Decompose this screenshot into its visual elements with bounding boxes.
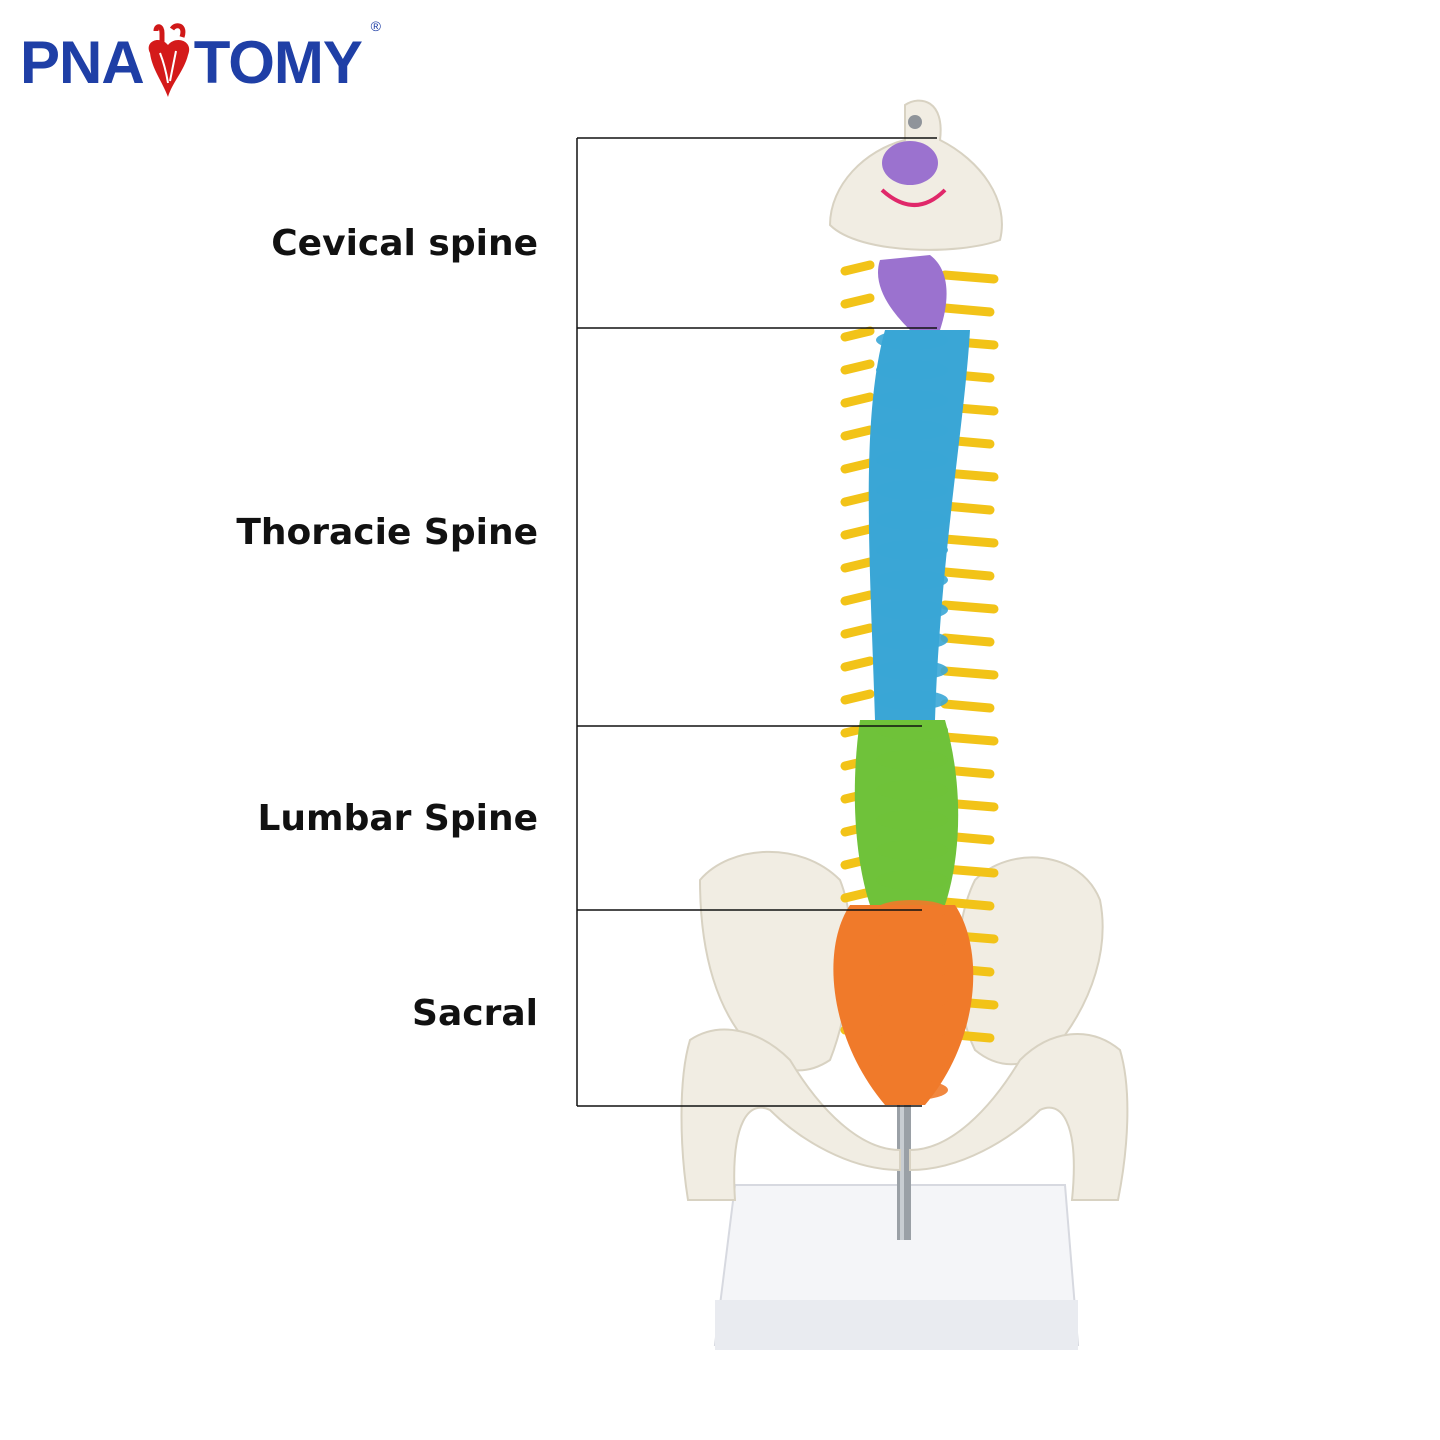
vertebra [876,450,948,470]
nerve-left [840,623,875,639]
vertebra [876,960,948,980]
vertebrae [876,330,948,1100]
vertebra [876,390,948,410]
nerve-right [940,270,999,284]
pelvis [680,850,1129,1201]
nerve-right [940,897,995,911]
nerve-left [840,293,875,309]
nerve-right [940,567,995,581]
nerve-right [940,600,999,614]
region-bracket-lines [576,137,937,1107]
vertebra [876,570,948,590]
nerve-right [940,534,999,548]
vertebra [876,1050,948,1070]
nerve-right [940,666,999,680]
nerve-right [940,732,999,746]
vertebra [876,690,948,710]
vertebra [876,600,948,620]
nerve-left [840,557,875,573]
nerve-left [840,425,875,441]
vertebra [876,540,948,560]
vertebra [876,1020,948,1040]
nerve-left [840,656,875,672]
logo-text-left: PNA [20,28,145,96]
nerve-left [840,524,875,540]
vertebra [876,510,948,530]
label-sacral: Sacral [412,993,538,1034]
nerve-left [840,326,875,342]
nerve-left [840,392,875,408]
vertebra [876,630,948,650]
vertebra [876,1080,948,1100]
nerve-left [840,260,875,276]
nerve-left [840,491,875,507]
label-cervical-spine: Cevical spine [271,223,538,264]
vertebra [876,660,948,680]
vertebra [876,810,948,830]
nerve-left [840,359,875,375]
spinal-nerves [840,260,999,1043]
vertebra [876,990,948,1010]
nerve-left [840,590,875,606]
vertebra [876,420,948,440]
label-thoracic-spine: Thoracie Spine [236,512,538,553]
vertebra [876,330,948,350]
nerve-right [940,501,995,515]
vertebra [876,840,948,860]
anatomical-heart-icon [142,23,198,101]
vertebra [876,930,948,950]
nerve-right [940,633,995,647]
vertebra [876,870,948,890]
nerve-left [840,689,875,705]
label-lumbar-spine: Lumbar Spine [257,798,538,839]
stand-base [713,1100,1080,1350]
vertebra [876,750,948,770]
vertebra [876,480,948,500]
brand-logo: PNA TOMY ® [20,18,381,102]
vertebra [876,720,948,740]
skull-base [828,99,1003,251]
nerve-right [940,303,995,317]
nerve-right [940,699,995,713]
registered-mark: ® [370,18,381,34]
nerve-left [840,458,875,474]
vertebra [876,780,948,800]
vertebra [876,360,948,380]
nerve-left [840,887,875,903]
logo-text-right: TOMY [193,28,363,96]
